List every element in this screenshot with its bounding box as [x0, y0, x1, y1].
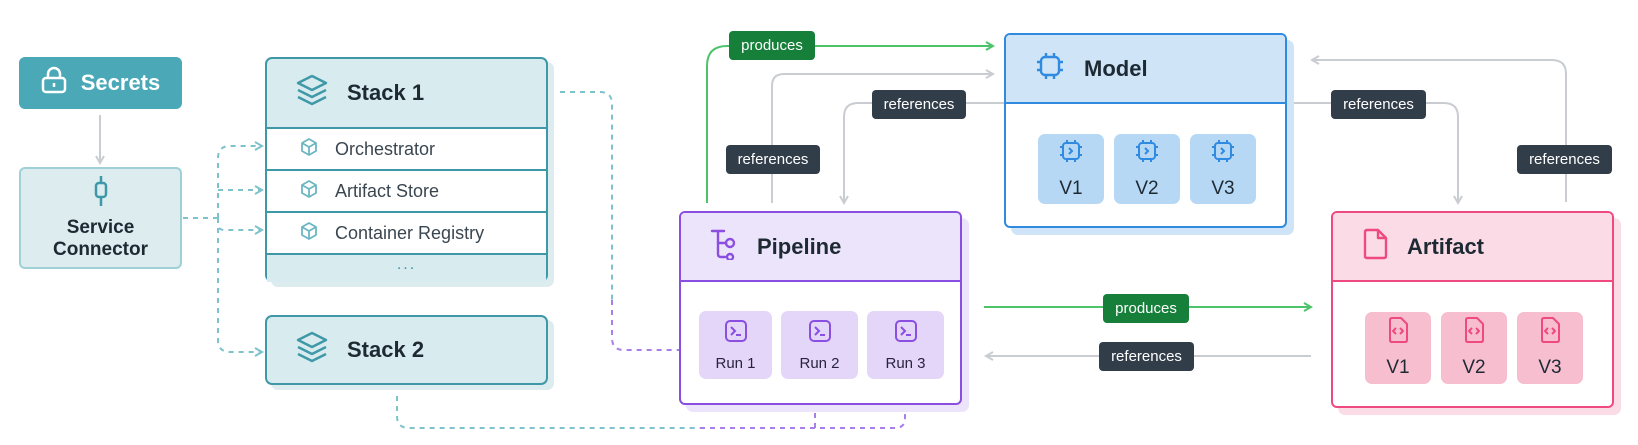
edge-label-references-model: references: [726, 145, 820, 174]
stack2-header: Stack 2: [267, 317, 546, 383]
edge-label-produces-model: produces: [729, 31, 815, 60]
run-label: Run 1: [715, 354, 756, 372]
connector-label-line1: Service: [66, 217, 135, 238]
model-version-tile-1[interactable]: V1: [1038, 134, 1104, 204]
stack-more-indicator[interactable]: ...: [267, 253, 546, 282]
component-label: Artifact Store: [335, 180, 440, 201]
cube-icon: [299, 221, 319, 246]
run-label: Run 2: [799, 354, 840, 372]
edge-stack1-run1: [560, 91, 613, 300]
code-file-icon: [1386, 317, 1410, 349]
stack-component-orchestrator[interactable]: Orchestrator: [267, 127, 546, 169]
version-label: V1: [1059, 178, 1083, 199]
edge-artifact-model-references: [1312, 60, 1567, 202]
model-header: Model: [1006, 35, 1285, 104]
artifact-version-tile-1[interactable]: V1: [1365, 312, 1431, 384]
artifact-version-tile-3[interactable]: V3: [1517, 312, 1583, 384]
secrets-label: Secrets: [80, 70, 161, 95]
artifact-card[interactable]: Artifact V1 V2 V3: [1331, 211, 1614, 408]
run-label: Run 3: [885, 354, 926, 372]
run-tile-1[interactable]: Run 1: [699, 311, 772, 379]
version-label: V2: [1462, 357, 1486, 378]
run-tile-2[interactable]: Run 2: [781, 311, 858, 379]
secrets-node[interactable]: Secrets: [19, 57, 182, 109]
edge-stack2-runs: [396, 396, 700, 429]
edge-pipeline-model-produces: [706, 46, 993, 203]
pipeline-title: Pipeline: [757, 233, 842, 259]
edge-label-references-model-from-artifact: references: [1517, 145, 1612, 174]
artifact-version-tile-2[interactable]: V2: [1441, 312, 1507, 384]
component-label: Container Registry: [335, 222, 485, 243]
version-label: V2: [1135, 178, 1159, 199]
chip-icon: [1034, 50, 1066, 88]
code-file-icon: [1538, 317, 1562, 349]
artifact-header: Artifact: [1333, 213, 1612, 282]
connector-plug-icon: [91, 175, 111, 217]
model-version-tile-3[interactable]: V3: [1190, 134, 1256, 204]
stack1-card[interactable]: Stack 1 Orchestrator Artifact Store Cont…: [265, 57, 548, 282]
cube-icon: [299, 179, 319, 204]
version-label: V3: [1211, 178, 1235, 199]
model-version-tile-2[interactable]: V2: [1114, 134, 1180, 204]
edge-label-references-pipeline-from-artifact: references: [1099, 342, 1194, 371]
terminal-icon: [894, 319, 918, 347]
stack2-title: Stack 2: [347, 337, 425, 362]
artifact-title: Artifact: [1407, 233, 1485, 259]
pipeline-header: Pipeline: [681, 213, 960, 282]
chip-icon: [1058, 138, 1084, 170]
stack1-title: Stack 1: [347, 80, 425, 105]
lock-icon: [41, 66, 67, 100]
edge-label-produces-artifact: produces: [1103, 294, 1189, 323]
pipeline-tree-icon: [709, 228, 739, 266]
edge-label-references-artifact: references: [1331, 90, 1426, 119]
version-label: V1: [1386, 357, 1410, 378]
model-card[interactable]: Model V1 V2 V3: [1004, 33, 1287, 228]
connector-label-line2: Connector: [53, 239, 148, 260]
stack-component-container-registry[interactable]: Container Registry: [267, 211, 546, 253]
service-connector-node[interactable]: Service Connector: [19, 167, 182, 269]
chip-icon: [1134, 138, 1160, 170]
stack2-card[interactable]: Stack 2: [265, 315, 548, 385]
model-title: Model: [1084, 55, 1148, 81]
chip-icon: [1210, 138, 1236, 170]
stack1-header: Stack 1: [267, 59, 546, 127]
component-label: Orchestrator: [335, 138, 436, 159]
layers-icon: [295, 330, 329, 370]
terminal-icon: [808, 319, 832, 347]
edge-label-references-pipeline: references: [872, 90, 966, 119]
stack-component-artifact-store[interactable]: Artifact Store: [267, 169, 546, 211]
edge-connector-stacks: [183, 146, 262, 352]
file-icon: [1361, 228, 1389, 266]
version-label: V3: [1538, 357, 1562, 378]
terminal-icon: [724, 319, 748, 347]
run-tile-3[interactable]: Run 3: [867, 311, 944, 379]
cube-icon: [299, 137, 319, 162]
code-file-icon: [1462, 317, 1486, 349]
pipeline-card[interactable]: Pipeline Run 1 Run 2 Run 3: [679, 211, 962, 405]
layers-icon: [295, 73, 329, 113]
